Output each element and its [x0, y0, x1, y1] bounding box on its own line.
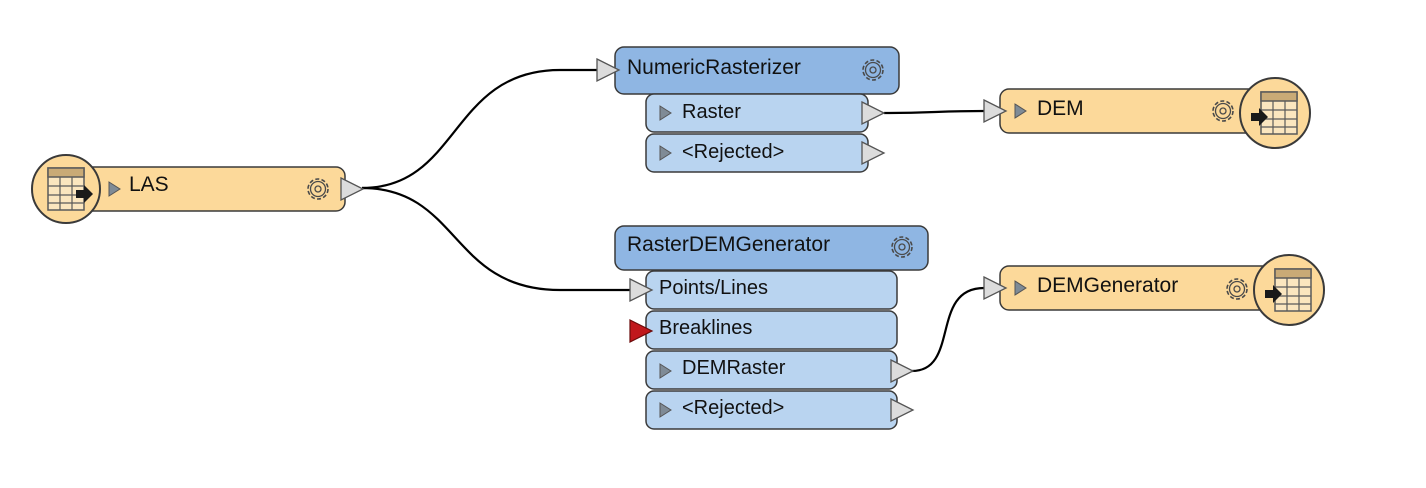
rejected-output-port-icon[interactable]	[861, 141, 885, 165]
numericrasterizer-title: NumericRasterizer	[627, 56, 801, 79]
table-arrow-icon	[47, 167, 85, 211]
connection-raster-to-dem[interactable]	[883, 109, 985, 115]
numericrasterizer-node[interactable]: NumericRasterizer Raster <Rejected>	[596, 46, 900, 173]
connection-demraster-to-demgenerator[interactable]	[911, 286, 985, 373]
port-demraster-label: DEMRaster	[682, 357, 786, 379]
demraster-output-port-icon[interactable]	[890, 359, 914, 383]
port-raster[interactable]	[645, 93, 869, 133]
rasterdemgenerator-node[interactable]: RasterDEMGenerator Points/Lines Breaklin…	[614, 225, 929, 430]
port-rejected-2-label: <Rejected>	[682, 397, 784, 419]
arrow-table-icon	[1274, 268, 1312, 312]
port-rejected-label: <Rejected>	[682, 141, 784, 163]
las-reader-node[interactable]: LAS	[31, 154, 364, 224]
dem-writer-node[interactable]: DEM	[983, 77, 1311, 149]
arrow-table-icon	[1260, 91, 1298, 135]
connection-las-to-numericrasterizer[interactable]	[361, 68, 600, 190]
port-raster-label: Raster	[682, 101, 741, 123]
las-output-port-icon[interactable]	[340, 177, 364, 201]
port-points-lines-label: Points/Lines	[659, 277, 768, 299]
raster-output-port-icon[interactable]	[861, 101, 885, 125]
port-breaklines-label: Breaklines	[659, 317, 752, 339]
demgenerator-label: DEMGenerator	[1037, 274, 1178, 297]
rasterdemgenerator-title: RasterDEMGenerator	[627, 233, 830, 256]
dem-label: DEM	[1037, 97, 1084, 120]
connection-las-to-points-lines[interactable]	[361, 186, 630, 292]
missing-input-port-icon[interactable]	[629, 319, 654, 343]
demgenerator-writer-node[interactable]: DEMGenerator	[983, 254, 1325, 326]
las-label: LAS	[129, 173, 169, 196]
rejected-2-output-port-icon[interactable]	[890, 398, 914, 422]
